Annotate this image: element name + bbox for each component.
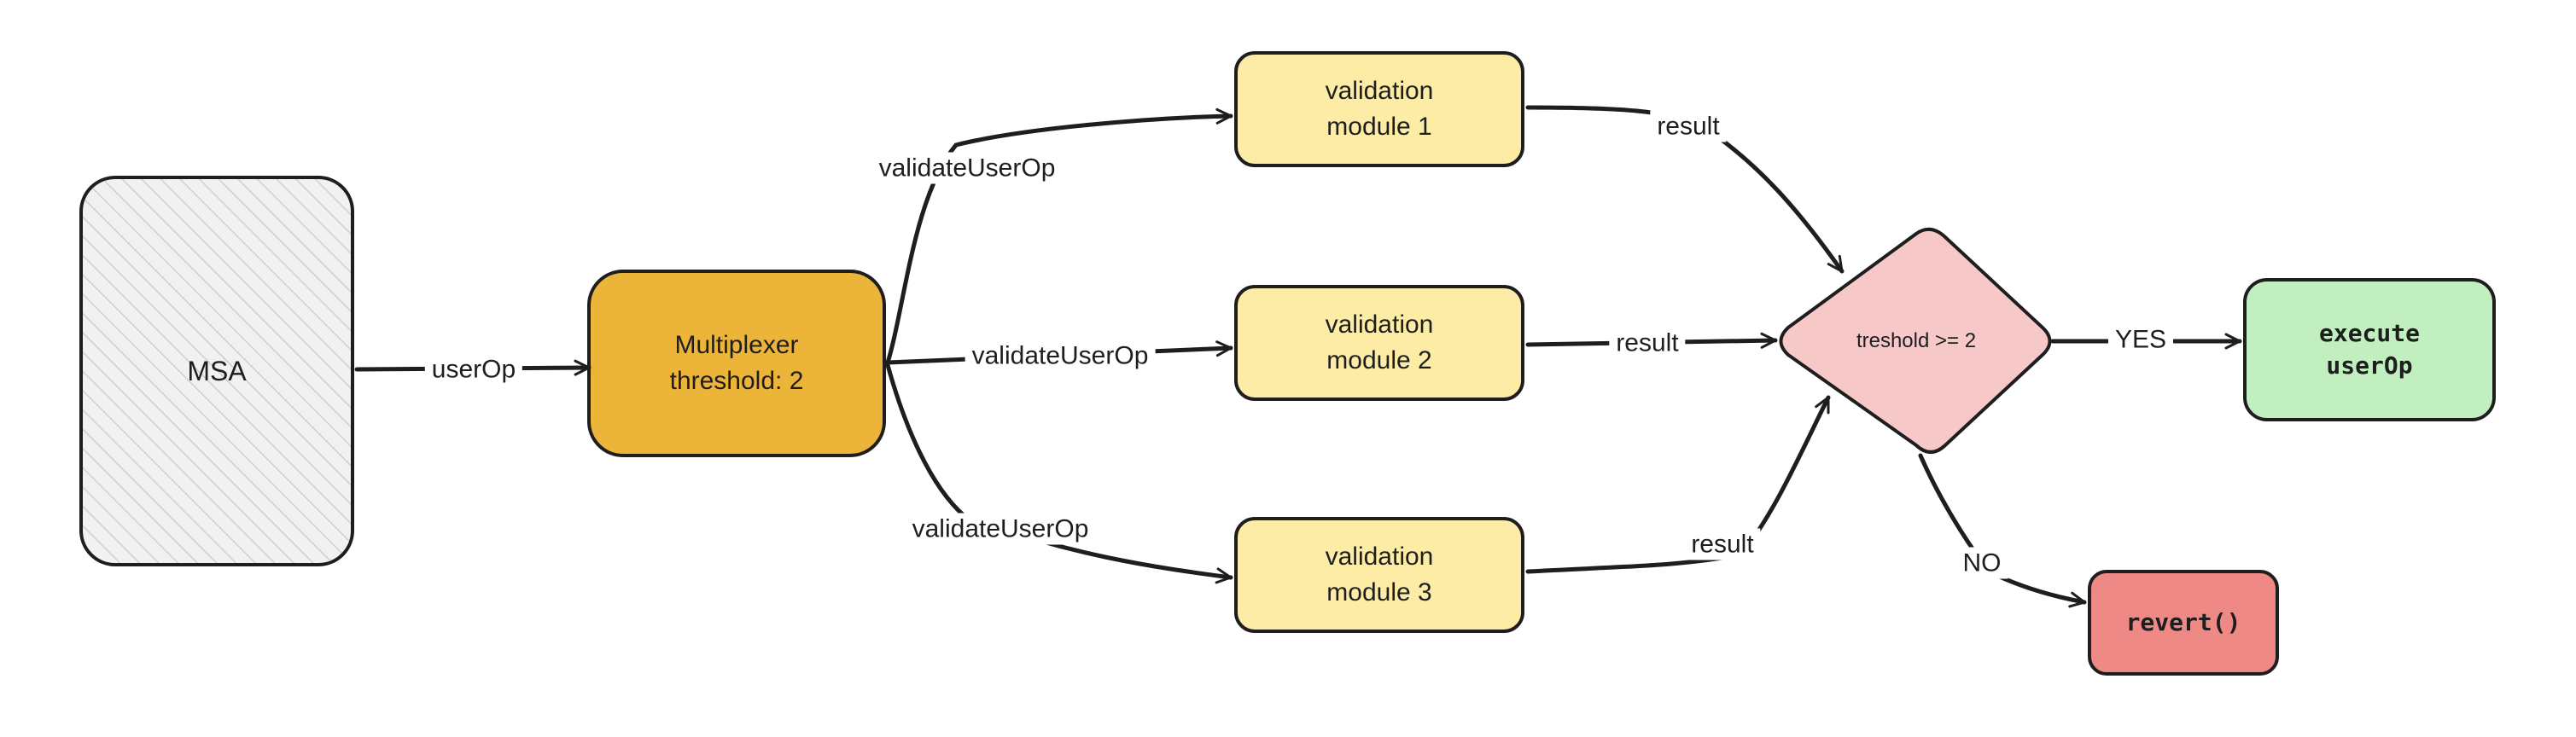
edge-label-yes: YES — [2107, 323, 2174, 356]
validation-module-1-node — [1234, 51, 1524, 167]
validation-module-3-line-2: module 3 — [1326, 578, 1432, 606]
msa-label: MSA — [81, 177, 353, 565]
execute-label: execute userOp — [2245, 280, 2494, 420]
edge-label-no: NO — [1955, 547, 2008, 579]
edge-label-validate-3: validateUserOp — [905, 513, 1096, 545]
edge-label-validate-1: validateUserOp — [871, 152, 1063, 184]
validation-module-3-label: validation module 3 — [1236, 519, 1523, 631]
edge-label-result-1: result — [1650, 110, 1727, 142]
edge-module-3-to-decision — [1525, 395, 1831, 574]
decision-node — [1779, 227, 2052, 454]
revert-label: revert() — [2089, 572, 2277, 674]
multiplexer-label-line-2: threshold: 2 — [669, 367, 804, 395]
msa-label-text: MSA — [187, 355, 247, 386]
edge-multiplexer-to-module-1 — [885, 107, 1233, 365]
validation-module-1-line-1: validation — [1325, 77, 1434, 105]
validation-module-2-line-2: module 2 — [1326, 346, 1432, 374]
validation-module-2-node — [1234, 285, 1524, 401]
edge-label-userop: userOp — [424, 353, 523, 386]
validation-module-3-node — [1234, 517, 1524, 633]
edge-multiplexer-to-module-3 — [885, 363, 1233, 584]
multiplexer-label: Multiplexer threshold: 2 — [589, 271, 884, 456]
execute-node — [2243, 278, 2496, 421]
validation-module-2-line-1: validation — [1325, 310, 1434, 339]
multiplexer-label-line-1: Multiplexer — [674, 331, 799, 359]
validation-module-3-line-1: validation — [1325, 543, 1434, 571]
edge-decision-to-revert — [1918, 453, 2087, 608]
execute-label-line-1: execute — [2318, 319, 2420, 348]
edge-label-result-3: result — [1684, 528, 1761, 560]
revert-node — [2088, 570, 2279, 676]
msa-node-hatch — [83, 179, 351, 563]
revert-label-text: revert() — [2125, 608, 2241, 637]
edge-label-result-2: result — [1609, 327, 1686, 359]
validation-module-1-label: validation module 1 — [1236, 53, 1523, 165]
validation-module-1-line-2: module 1 — [1326, 113, 1432, 141]
decision-label: treshold >= 2 — [1792, 316, 2040, 367]
validation-module-2-label: validation module 2 — [1236, 287, 1523, 399]
decision-label-text: treshold >= 2 — [1856, 329, 1977, 353]
edge-label-validate-2: validateUserOp — [965, 339, 1156, 372]
execute-label-line-2: userOp — [2326, 351, 2413, 380]
